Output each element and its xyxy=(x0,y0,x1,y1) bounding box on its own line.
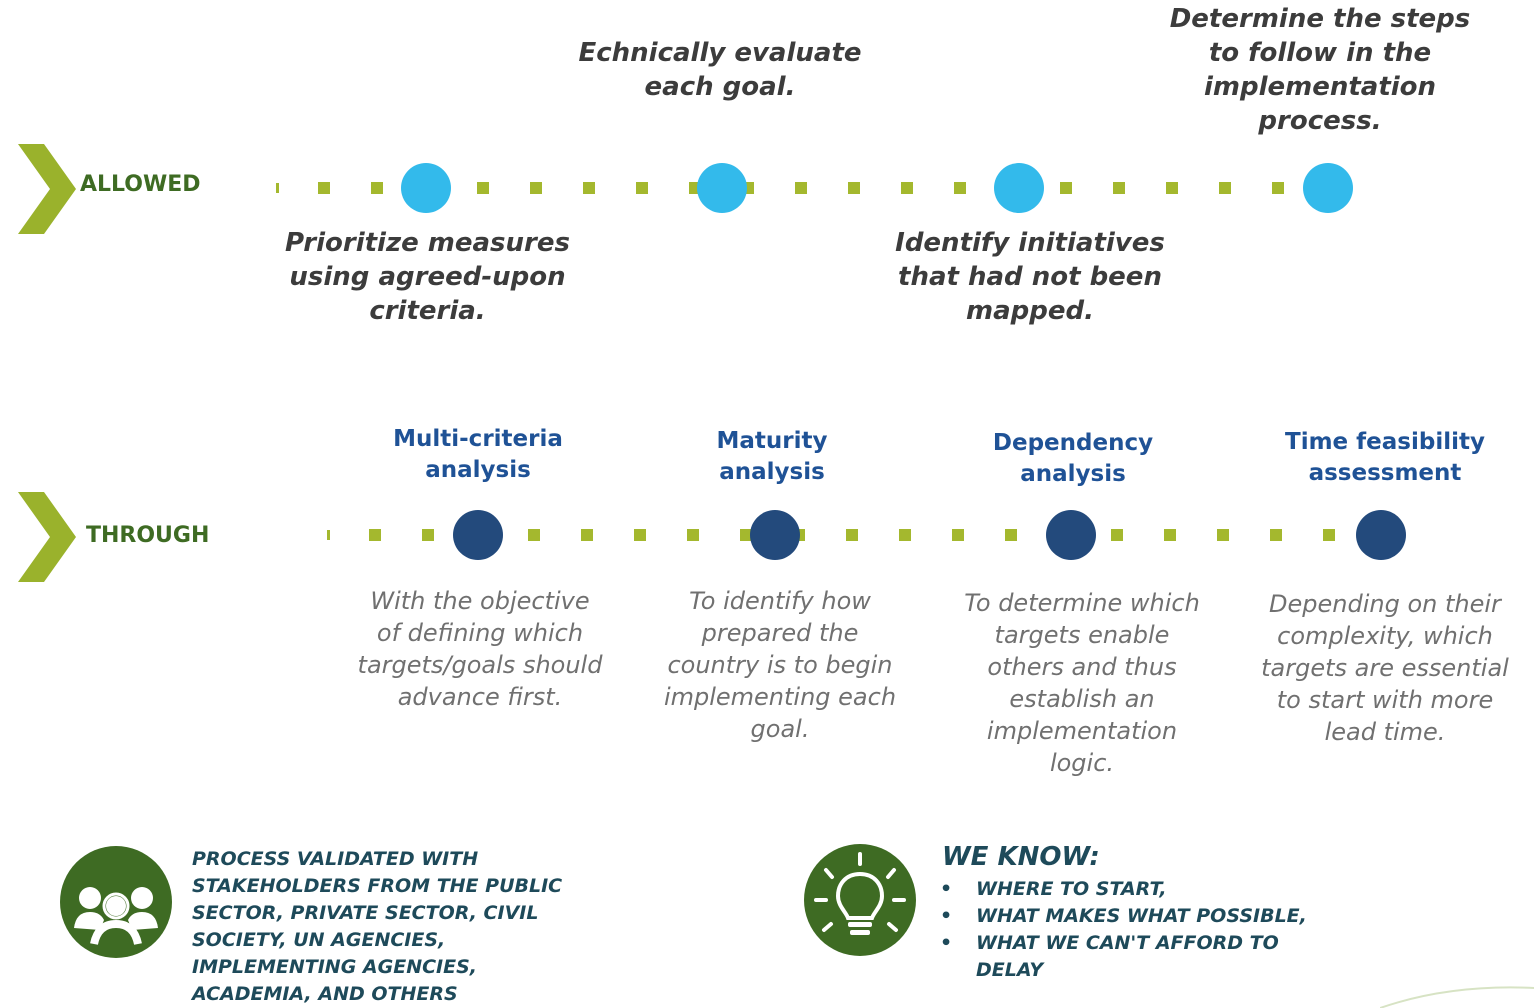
timeline-dot xyxy=(1217,529,1229,541)
timeline-start-tick xyxy=(276,183,279,193)
timeline-dot xyxy=(952,529,964,541)
timeline-dot xyxy=(583,182,595,194)
validation-text: PROCESS VALIDATED WITH STAKEHOLDERS FROM… xyxy=(192,848,563,1005)
timeline-dot xyxy=(954,182,966,194)
allowed-milestone-circle-4 xyxy=(1303,163,1353,213)
allowed-chevron-icon xyxy=(18,144,76,234)
lightbulb-icon xyxy=(804,844,916,956)
timeline-dot xyxy=(369,529,381,541)
timeline-dot xyxy=(634,529,646,541)
we-know-list: WHERE TO START, WHAT MAKES WHAT POSSIBLE… xyxy=(940,876,1360,984)
analysis-desc-multicriteria: With the objective of defining which tar… xyxy=(357,587,603,711)
we-know-item: WHAT WE CAN'T AFFORD TO DELAY xyxy=(940,930,1360,984)
timeline-dot xyxy=(530,182,542,194)
analysis-desc-dependency: To determine which targets enable others… xyxy=(964,589,1200,777)
through-timeline xyxy=(327,510,1406,560)
timeline-dot xyxy=(1060,182,1072,194)
allowed-label: ALLOWED xyxy=(80,172,201,197)
timeline-dot xyxy=(477,182,489,194)
timeline-dot xyxy=(371,182,383,194)
analysis-title-multicriteria: Multi-criteria analysis xyxy=(393,426,563,483)
analysis-desc-time-feasibility: Depending on their complexity, which tar… xyxy=(1261,590,1509,746)
timeline-dot xyxy=(1323,529,1335,541)
allowed-timeline xyxy=(276,163,1353,213)
allowed-step-3-text: Identify initiatives that had not been m… xyxy=(895,228,1165,326)
timeline-dot xyxy=(1005,529,1017,541)
timeline-dot xyxy=(740,529,752,541)
timeline-dot xyxy=(899,529,911,541)
timeline-dot xyxy=(687,529,699,541)
analysis-title-maturity: Maturity analysis xyxy=(716,428,828,485)
timeline-dot xyxy=(318,182,330,194)
allowed-step-2-text: Echnically evaluate each goal. xyxy=(578,38,862,102)
people-group-icon xyxy=(60,846,172,958)
corner-arc-decoration xyxy=(1380,986,1534,1008)
through-chevron-icon xyxy=(18,492,76,582)
through-milestone-circle-2 xyxy=(750,510,800,560)
timeline-dot xyxy=(1219,182,1231,194)
timeline-dot xyxy=(1270,529,1282,541)
through-milestone-circle-1 xyxy=(453,510,503,560)
we-know-item: WHERE TO START, xyxy=(940,876,1360,903)
allowed-milestone-circle-1 xyxy=(401,163,451,213)
through-milestone-circle-3 xyxy=(1046,510,1096,560)
timeline-start-tick xyxy=(327,530,330,540)
timeline-dot xyxy=(1272,182,1284,194)
timeline-dot xyxy=(901,182,913,194)
analysis-title-time-feasibility: Time feasibility assessment xyxy=(1285,429,1485,486)
allowed-step-1-text: Prioritize measures using agreed-upon cr… xyxy=(285,228,570,326)
timeline-dot xyxy=(581,529,593,541)
allowed-step-4-text: Determine the steps to follow in the imp… xyxy=(1169,4,1471,136)
through-milestone-circle-4 xyxy=(1356,510,1406,560)
timeline-dot xyxy=(422,529,434,541)
timeline-dot xyxy=(1113,182,1125,194)
timeline-dot xyxy=(636,182,648,194)
analysis-title-dependency: Dependency analysis xyxy=(992,430,1154,487)
timeline-dot xyxy=(1166,182,1178,194)
timeline-dot xyxy=(846,529,858,541)
timeline-dot xyxy=(848,182,860,194)
allowed-milestone-circle-2 xyxy=(697,163,747,213)
timeline-dot xyxy=(795,182,807,194)
analysis-desc-maturity: To identify how prepared the country is … xyxy=(663,587,897,743)
timeline-dot xyxy=(528,529,540,541)
we-know-item: WHAT MAKES WHAT POSSIBLE, xyxy=(940,903,1360,930)
timeline-dot xyxy=(1164,529,1176,541)
we-know-title: WE KNOW: xyxy=(942,842,1100,872)
allowed-milestone-circle-3 xyxy=(994,163,1044,213)
timeline-dot xyxy=(1111,529,1123,541)
through-label: THROUGH xyxy=(86,523,210,548)
